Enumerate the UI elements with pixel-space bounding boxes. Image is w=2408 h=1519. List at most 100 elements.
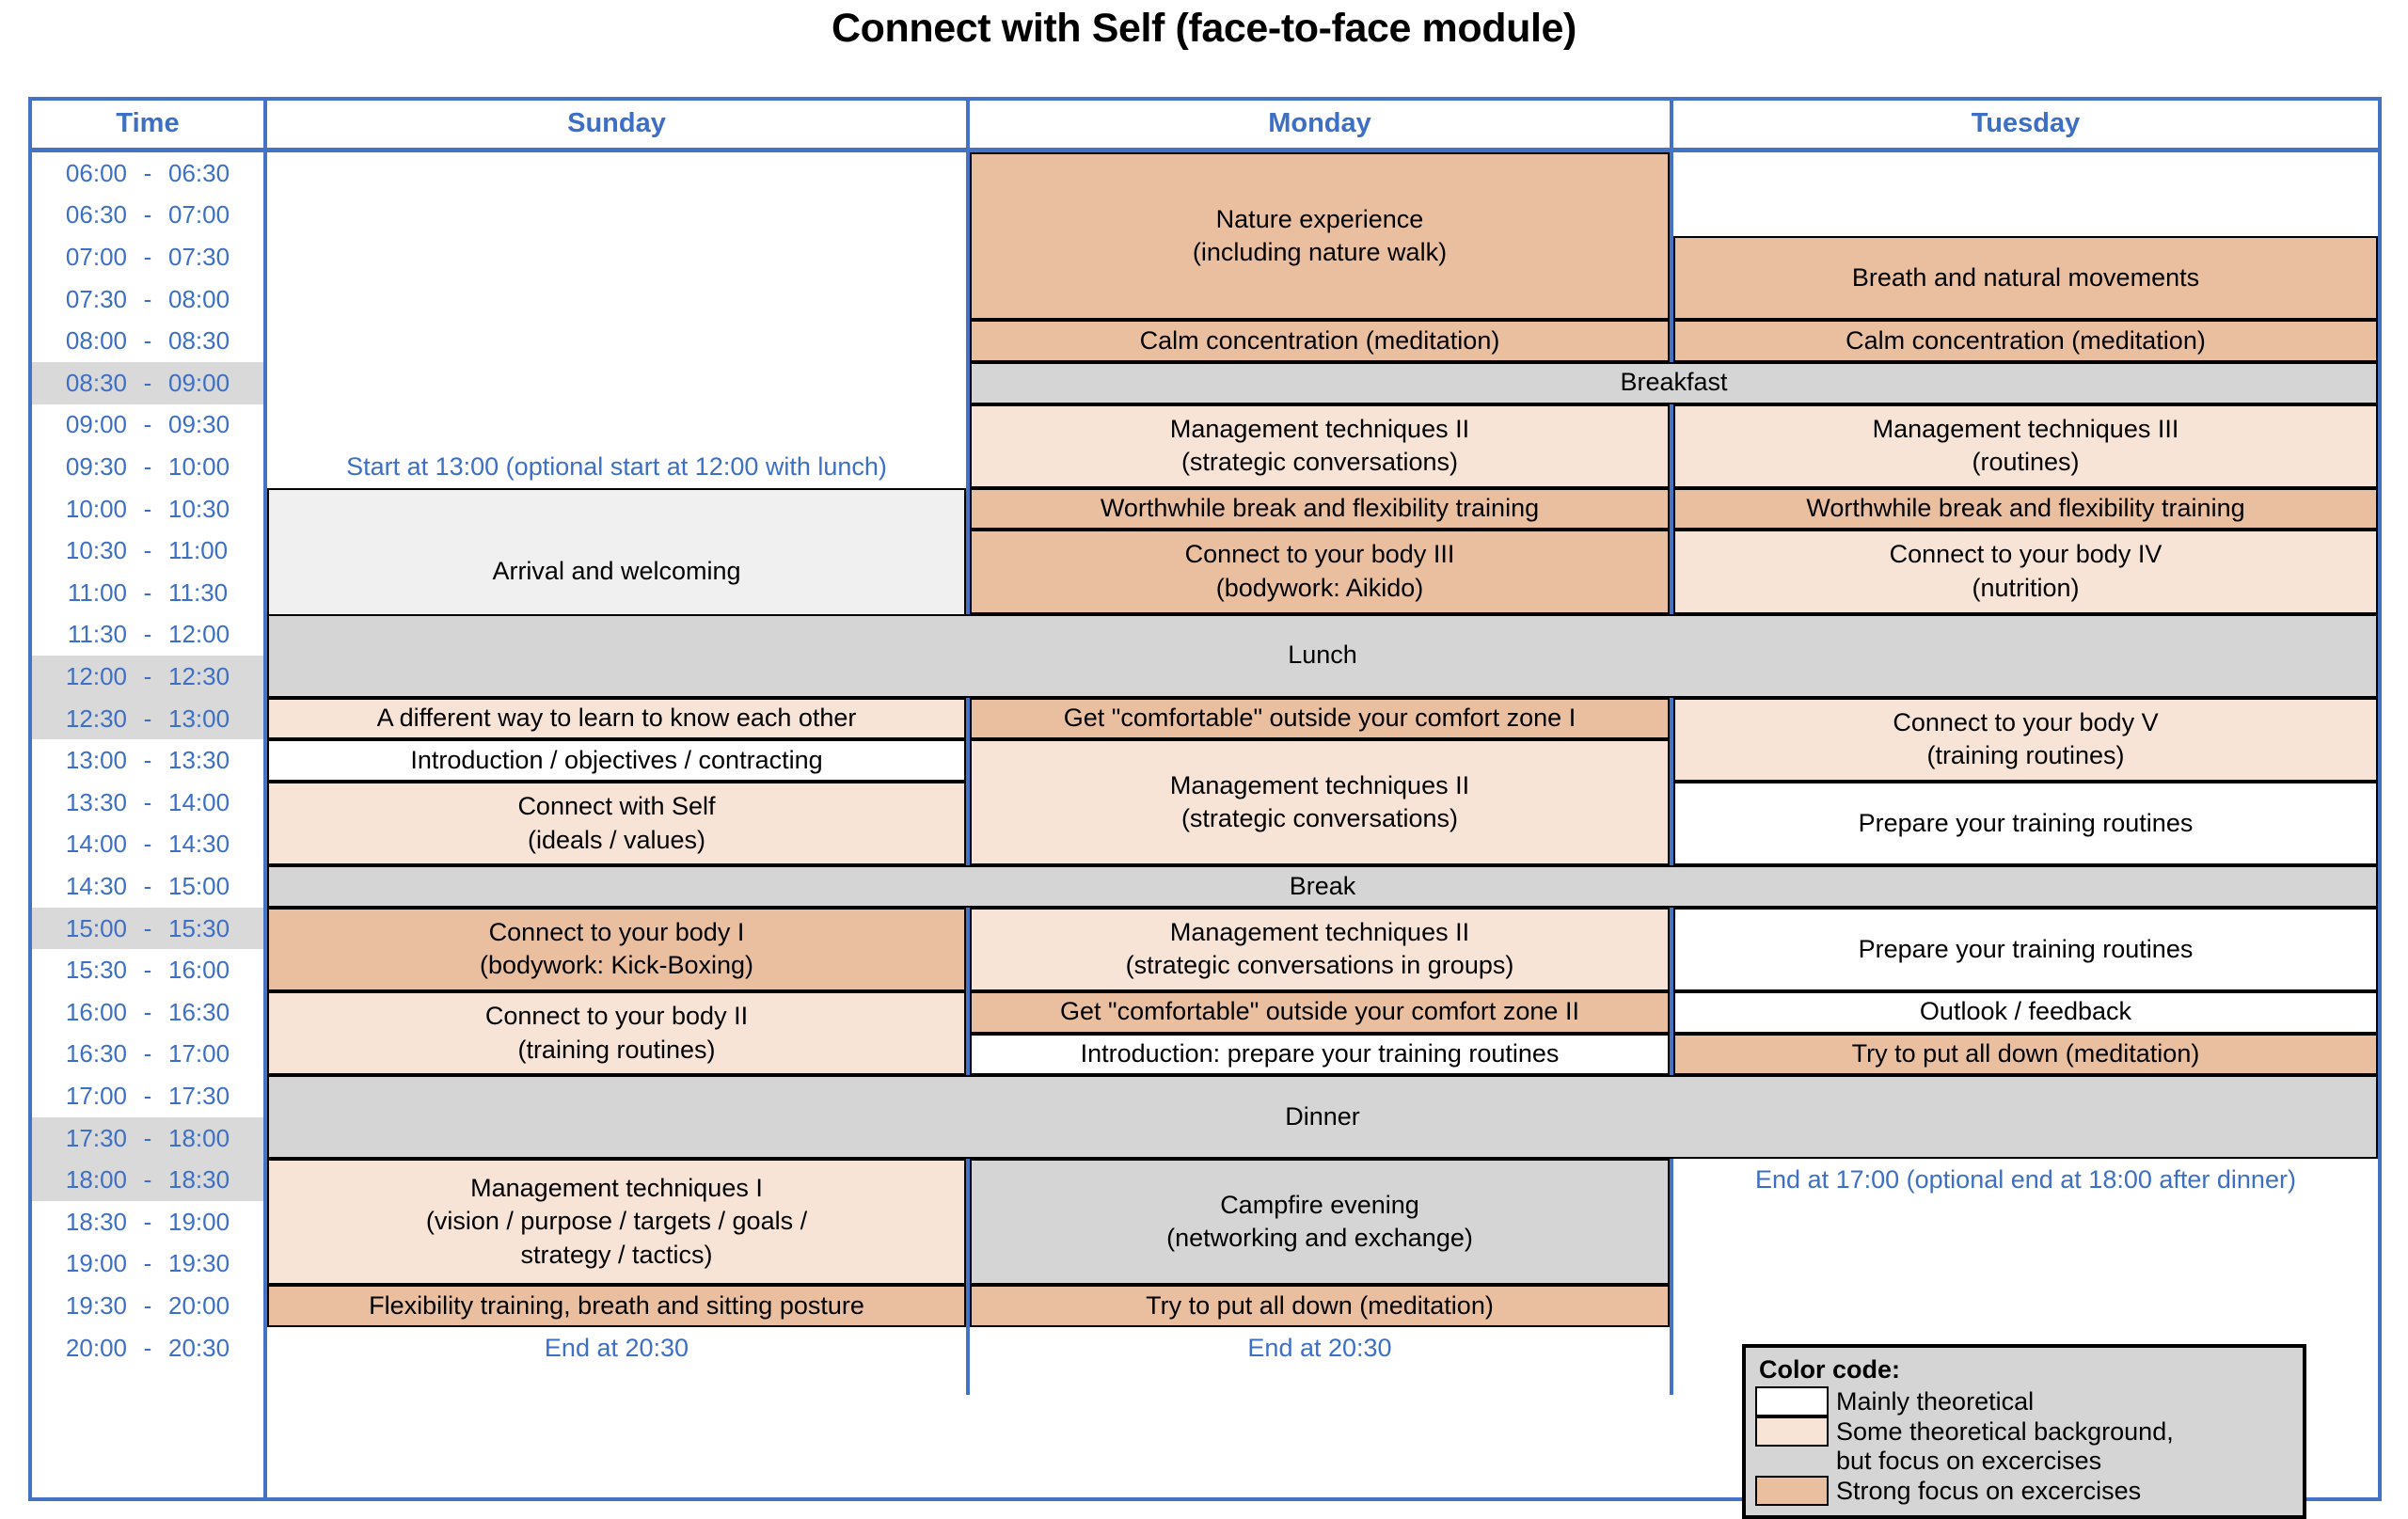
time-slot-row: 18:00-18:30 — [32, 1159, 263, 1201]
schedule-event-block[interactable]: Lunch — [267, 613, 2378, 698]
schedule-event-block[interactable]: Management techniques II(strategic conve… — [970, 907, 1670, 991]
time-slot-row: 16:00-16:30 — [32, 991, 263, 1034]
event-label-line: A different way to learn to know each ot… — [376, 704, 857, 733]
event-label-line: Connect with Self — [517, 791, 716, 820]
event-label-line: Calm concentration (meditation) — [1139, 325, 1500, 355]
schedule-event-block[interactable]: Breath and natural movements — [1673, 236, 2378, 321]
schedule-event-block[interactable]: Get "comfortable" outside your comfort z… — [970, 697, 1670, 740]
time-slot-end: 12:00 — [168, 620, 230, 649]
event-label-line: Nature experience — [1215, 204, 1424, 233]
schedule-event-block[interactable]: A different way to learn to know each ot… — [267, 697, 966, 740]
time-slot-dash: - — [143, 1123, 152, 1152]
time-slot-row: 14:00-14:30 — [32, 824, 263, 866]
event-label-line: Breakfast — [1620, 368, 1728, 397]
time-slot-end: 13:30 — [168, 746, 230, 775]
column-header-sunday: Sunday — [567, 108, 666, 138]
time-slot-start: 08:00 — [65, 326, 127, 356]
time-slot-row: 10:30-11:00 — [32, 530, 263, 572]
time-slot-start: 12:30 — [65, 704, 127, 733]
time-slot-start: 18:00 — [65, 1165, 127, 1195]
schedule-event-block[interactable]: Connect to your body III(bodywork: Aikid… — [970, 530, 1670, 614]
schedule-event-block[interactable]: Prepare your training routines — [1673, 907, 2378, 991]
event-label-line: (strategic conversations) — [1180, 448, 1459, 477]
schedule-event-block[interactable]: Try to put all down (meditation) — [1673, 1033, 2378, 1076]
table-header-row: Time Sunday Monday Tuesday — [32, 101, 2378, 148]
schedule-event-block[interactable]: Try to put all down (meditation) — [970, 1285, 1670, 1327]
legend-item-label: Strong focus on excercises — [1836, 1477, 2142, 1505]
time-slot-start: 13:30 — [65, 787, 127, 816]
event-label-line: Lunch — [1288, 641, 1357, 670]
legend-color-swatch — [1755, 1416, 1829, 1447]
legend-color-swatch — [1755, 1386, 1829, 1416]
schedule-event-block[interactable]: Breakfast — [970, 362, 2378, 404]
event-label-line: Worthwhile break and flexibility trainin… — [1100, 494, 1540, 523]
time-slot-end: 09:30 — [168, 410, 230, 439]
schedule-event-block[interactable]: Connect to your body V(training routines… — [1673, 697, 2378, 782]
time-slot-end: 15:30 — [168, 913, 230, 942]
time-slot-row: 12:30-13:00 — [32, 697, 263, 740]
event-label-line: Management techniques I — [470, 1173, 763, 1202]
time-slot-end: 13:00 — [168, 704, 230, 733]
time-slot-start: 18:30 — [65, 1207, 127, 1236]
time-slot-start: 11:30 — [67, 620, 127, 649]
time-slot-end: 14:00 — [168, 787, 230, 816]
time-slot-end: 07:30 — [168, 242, 230, 271]
time-slot-end: 11:30 — [168, 578, 229, 607]
schedule-event-block[interactable]: Connect to your body II(training routine… — [267, 991, 966, 1076]
time-slot-end: 20:00 — [168, 1290, 230, 1320]
legend-item-label: Some theoretical background, — [1836, 1417, 2174, 1446]
schedule-event-block[interactable]: Worthwhile break and flexibility trainin… — [970, 487, 1670, 530]
schedule-event-block[interactable]: Management techniques III(routines) — [1673, 403, 2378, 488]
time-slot-start: 17:30 — [65, 1123, 127, 1152]
schedule-event-block[interactable]: Break — [267, 865, 2378, 908]
time-slot-row: 15:30-16:00 — [32, 949, 263, 991]
time-slot-end: 06:30 — [168, 158, 230, 187]
time-slot-start: 16:30 — [65, 1039, 127, 1068]
event-label-line: Management techniques III — [1872, 414, 2179, 443]
event-label-line: (vision / purpose / targets / goals / — [425, 1207, 808, 1236]
schedule-event-block[interactable]: Management techniques I (vision / purpose… — [267, 1159, 966, 1286]
event-label-line: (networking and exchange) — [1166, 1224, 1473, 1253]
schedule-event-block[interactable]: Management techniques II(strategic conve… — [970, 739, 1670, 866]
time-slot-row: 08:30-09:00 — [32, 362, 263, 404]
time-slot-row: 15:00-15:30 — [32, 907, 263, 950]
time-slot-row: 18:30-19:00 — [32, 1201, 263, 1243]
time-slot-start: 19:00 — [65, 1249, 127, 1278]
schedule-event-block[interactable]: Connect to your body I(bodywork: Kick-Bo… — [267, 907, 966, 991]
time-slot-end: 16:00 — [168, 956, 230, 985]
time-slot-row: 07:30-08:00 — [32, 278, 263, 321]
event-label-line: (training routines) — [517, 1035, 716, 1064]
event-label-line: (strategic conversations in groups) — [1125, 951, 1514, 980]
time-slot-dash: - — [143, 661, 152, 690]
schedule-event-block[interactable]: Calm concentration (meditation) — [1673, 320, 2378, 362]
event-label-line: Get "comfortable" outside your comfort z… — [1063, 704, 1576, 733]
schedule-event-block[interactable]: Outlook / feedback — [1673, 991, 2378, 1034]
time-slot-dash: - — [143, 368, 152, 397]
legend-heading: Color code: — [1759, 1355, 1901, 1384]
time-slot-dash: - — [143, 1039, 152, 1068]
schedule-event-block[interactable]: Calm concentration (meditation) — [970, 320, 1670, 362]
time-slot-dash: - — [143, 871, 152, 900]
schedule-event-block[interactable]: Prepare your training routines — [1673, 782, 2378, 866]
schedule-event-block[interactable]: Worthwhile break and flexibility trainin… — [1673, 487, 2378, 530]
time-slot-end: 18:00 — [168, 1123, 230, 1152]
schedule-event-block[interactable]: Introduction: prepare your training rout… — [970, 1033, 1670, 1076]
event-label-line: Connect to your body V — [1893, 707, 2159, 736]
time-slot-dash: - — [143, 410, 152, 439]
schedule-event-block[interactable]: Campfire evening(networking and exchange… — [970, 1159, 1670, 1286]
schedule-event-block[interactable]: Introduction / objectives / contracting — [267, 739, 966, 782]
time-slot-row: 19:00-19:30 — [32, 1243, 263, 1286]
schedule-event-block[interactable]: Connect to your body IV(nutrition) — [1673, 530, 2378, 614]
schedule-event-block[interactable]: Nature experience(including nature walk) — [970, 152, 1670, 321]
schedule-event-block[interactable]: Flexibility training, breath and sitting… — [267, 1285, 966, 1327]
time-slot-end: 10:00 — [168, 451, 230, 481]
time-slot-start: 14:00 — [65, 830, 127, 859]
schedule-event-block[interactable]: Management techniques II(strategic conve… — [970, 403, 1670, 488]
time-slot-row: 08:00-08:30 — [32, 320, 263, 362]
schedule-event-block[interactable]: Connect with Self(ideals / values) — [267, 782, 966, 866]
column-divider-sunday — [966, 101, 970, 1395]
schedule-event-block[interactable]: Dinner — [267, 1075, 2378, 1160]
time-slot-dash: - — [143, 1290, 152, 1320]
schedule-event-block[interactable]: Get "comfortable" outside your comfort z… — [970, 991, 1670, 1034]
